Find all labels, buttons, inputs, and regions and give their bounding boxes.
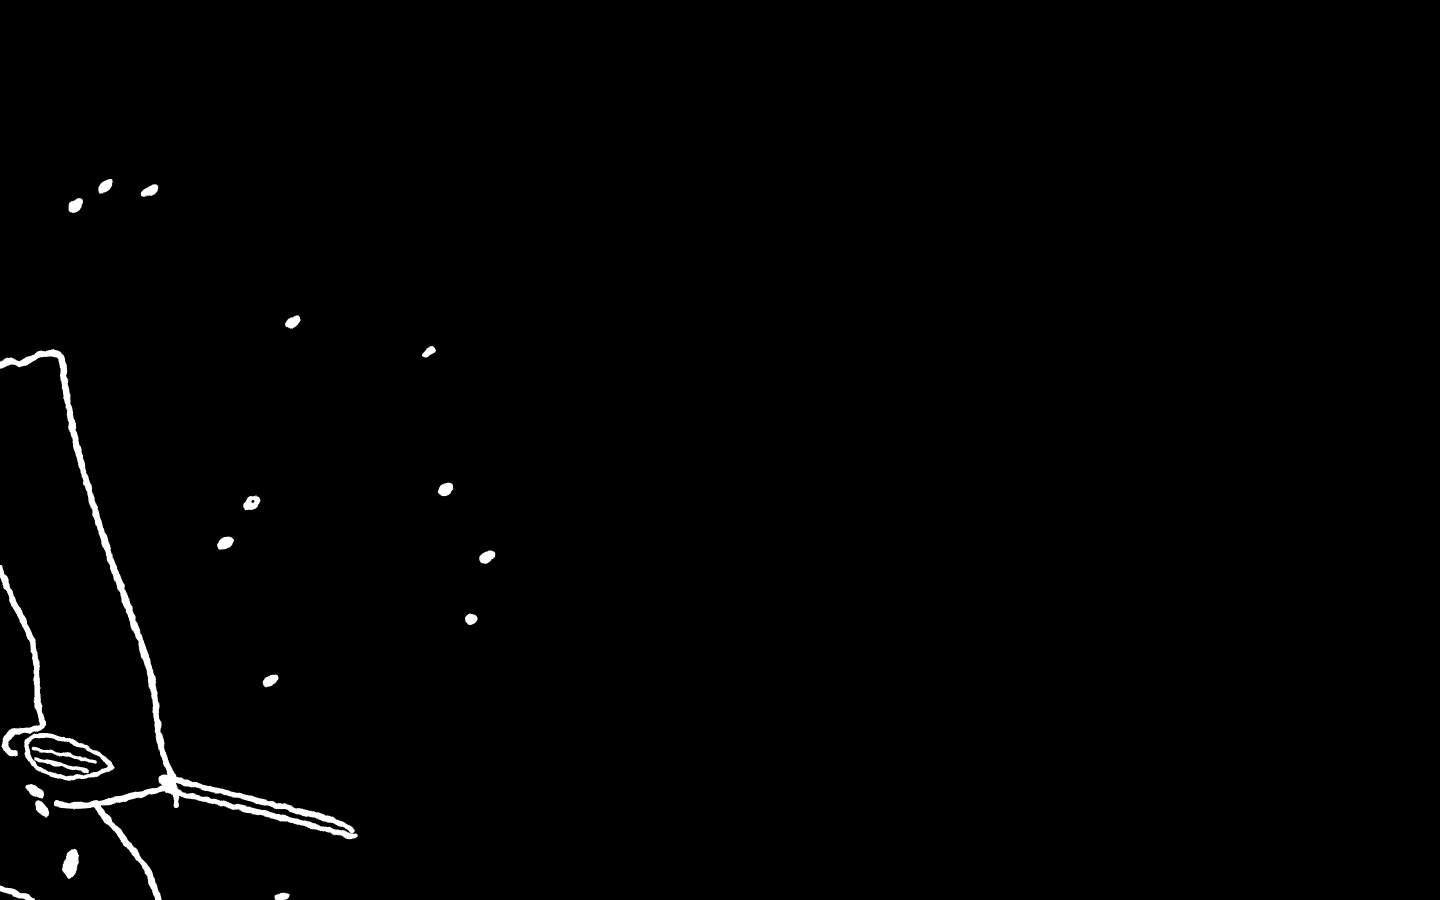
edge-dot-7 — [217, 536, 233, 550]
edge-dot-5 — [422, 346, 436, 358]
dash-blob-2 — [34, 800, 50, 818]
contour-main-edge — [0, 349, 176, 780]
dash-blob-1 — [26, 783, 44, 799]
contour-left-edge — [0, 566, 46, 757]
edge-dot-9 — [479, 550, 495, 564]
leaf-vein-2 — [34, 757, 89, 773]
edge-dot-11 — [262, 675, 278, 687]
edge-dot-2 — [98, 179, 114, 193]
leaf-outline — [23, 732, 115, 781]
edge-dot-3 — [141, 184, 159, 198]
mask-shapes-group — [0, 179, 495, 900]
contour-corner-stroke — [0, 885, 35, 900]
contour-stick-lower — [165, 787, 358, 839]
edge-dot-8 — [438, 482, 454, 496]
contour-diagonal — [93, 803, 161, 900]
dot-center-hole — [251, 500, 255, 504]
edge-dot-1 — [68, 198, 84, 212]
contour-stick-upper — [165, 775, 355, 833]
edge-dot-10 — [465, 613, 477, 625]
bean-blob — [63, 849, 79, 879]
bottom-blob — [275, 892, 289, 900]
edge-dot-4 — [285, 315, 301, 329]
junction-blob — [158, 773, 176, 789]
leaf-vein-1 — [31, 747, 97, 764]
